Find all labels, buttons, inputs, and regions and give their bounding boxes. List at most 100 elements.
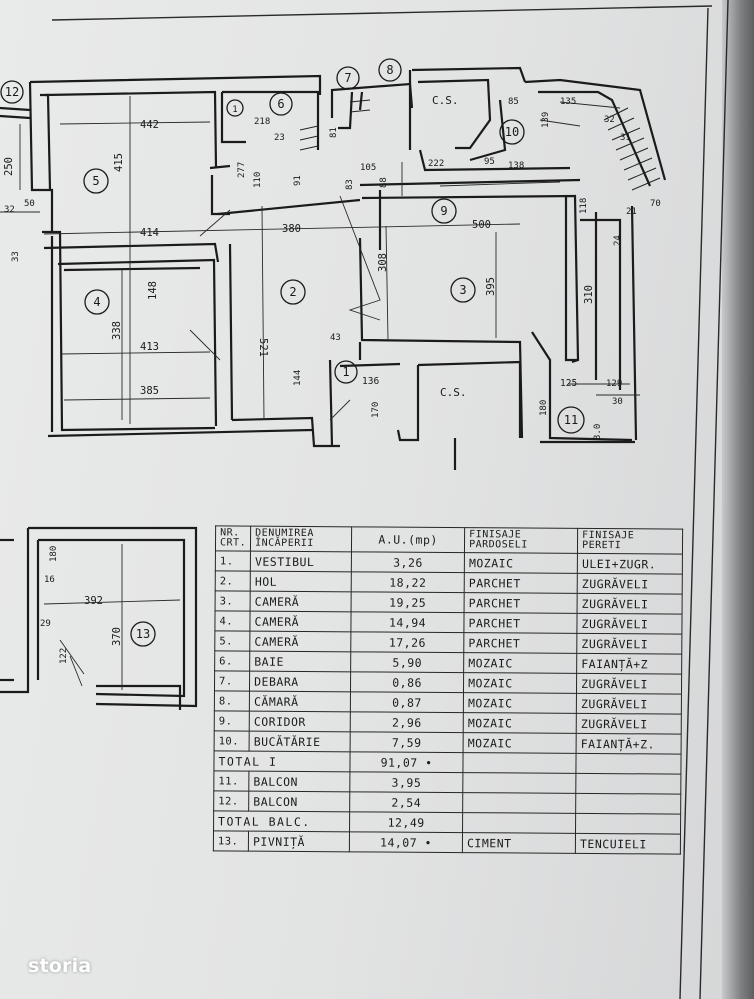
- marker-12: 12: [5, 85, 19, 99]
- dim-218: 218: [254, 117, 270, 127]
- stair-hatching: [299, 99, 661, 191]
- room-marker-6-circle: [269, 92, 293, 116]
- sheet-edge-shadow: [722, 0, 754, 999]
- cellar-dimension-lines: [43, 544, 181, 690]
- row-name: PIVNIȚĂ: [248, 831, 350, 852]
- row-wall-empty: [575, 773, 682, 795]
- room-marker-5-circle: [83, 168, 109, 194]
- dim-110: 110: [253, 172, 263, 188]
- room-marker-7a-circle: [226, 99, 244, 117]
- total-floor-empty: [463, 752, 577, 774]
- dim-122: 122: [59, 648, 69, 664]
- total-balcony-label: TOTAL BALC.: [213, 810, 350, 832]
- marker-8: 8: [386, 63, 393, 77]
- row-area: 5,90: [350, 651, 464, 673]
- row-wall: ZUGRĂVELI: [576, 713, 682, 735]
- row-floor: PARCHET: [463, 612, 578, 634]
- row-name: BAIE: [249, 651, 351, 672]
- marker-9: 9: [440, 204, 447, 218]
- total-label: TOTAL I: [213, 750, 351, 772]
- row-floor: MOZAIC: [464, 552, 578, 574]
- total-wall-empty: [576, 753, 682, 775]
- row-floor: CIMENT: [462, 832, 576, 854]
- marker-7: 7: [344, 71, 351, 85]
- row-floor: PARCHET: [463, 632, 577, 654]
- row-area: 2,54: [349, 791, 463, 813]
- row-nr: 5.: [214, 630, 251, 652]
- row-area: 14,07 •: [349, 831, 463, 853]
- cellar-plan: [0, 526, 198, 710]
- row-area: 19,25: [351, 591, 465, 613]
- dim-33: 33: [11, 251, 21, 262]
- room-markers: [0, 58, 585, 647]
- row-name: VESTIBUL: [250, 551, 352, 572]
- dim-144: 144: [293, 370, 303, 386]
- dim-148: 148: [147, 281, 159, 300]
- row-floor: PARCHET: [464, 592, 578, 614]
- row-nr: 12.: [213, 790, 249, 812]
- dim-521: 521: [257, 338, 269, 357]
- dimension-texts: 442 415 250 32 50 33 414 380 500 218 277…: [3, 97, 661, 440]
- dim-118: 118: [579, 198, 589, 214]
- row-nr: 7.: [214, 670, 250, 692]
- room-marker-2-circle: [280, 279, 306, 305]
- row-name: CĂMARĂ: [249, 691, 351, 712]
- marker-6: 6: [277, 97, 284, 111]
- row-area: 0,86: [350, 671, 464, 693]
- marker-13: 13: [136, 627, 150, 641]
- dim-136: 136: [362, 376, 379, 387]
- row-floor-empty: [462, 792, 576, 814]
- row-wall: ZUGRĂVELI: [576, 633, 682, 655]
- dim-29: 29: [40, 619, 51, 629]
- dim-180: 180: [539, 400, 549, 416]
- header-nr: NR.CRT.: [215, 525, 251, 552]
- dim-395: 395: [485, 277, 497, 296]
- dim-125: 125: [560, 378, 577, 389]
- dim-3-0: 3.0: [593, 424, 603, 440]
- row-nr: 8.: [214, 690, 250, 712]
- row-floor: MOZAIC: [463, 652, 577, 674]
- room-marker-12-circle: [0, 80, 24, 104]
- row-wall: ZUGRĂVELI: [576, 613, 683, 635]
- room-marker-11-circle: [557, 406, 585, 434]
- row-nr: 9.: [214, 710, 250, 732]
- row-floor: MOZAIC: [463, 712, 577, 734]
- dim-370: 370: [111, 627, 123, 646]
- dim-24: 24: [613, 235, 623, 246]
- row-name: BALCON: [248, 791, 350, 812]
- row-nr: 4.: [214, 610, 251, 632]
- row-floor: MOZAIC: [463, 672, 577, 694]
- cellar-row: 13. PIVNIȚĂ 14,07 • CIMENT TENCUIELI: [213, 830, 681, 855]
- room-marker-9-circle: [431, 198, 457, 224]
- row-wall: TENCUIELI: [575, 833, 681, 855]
- room-marker-1-circle: [334, 360, 358, 384]
- row-area: 14,94: [350, 611, 465, 633]
- room-marker-4-circle: [84, 289, 110, 315]
- room-marker-13-circle: [130, 621, 156, 647]
- dim-170: 170: [371, 402, 381, 418]
- room-marker-3-circle: [450, 277, 476, 303]
- total-balcony-wall-empty: [575, 813, 681, 835]
- row-name: CAMERĂ: [250, 591, 352, 612]
- dim-31: 31: [620, 133, 631, 143]
- row-area: 3,26: [351, 551, 465, 573]
- dim-129: 129: [606, 379, 622, 389]
- row-nr: 13.: [213, 830, 249, 852]
- room-marker-numbers: 12 1 6 7 8 10 5 9 4 2 3 1 11 13: [5, 63, 578, 641]
- cellar-dimension-texts: 392 370 180 16 29 122: [40, 546, 123, 664]
- row-floor: PARCHET: [464, 572, 578, 594]
- row-area: 3,95: [349, 771, 464, 793]
- storia-watermark-logo: storia: [28, 955, 92, 977]
- marker-10: 10: [505, 125, 519, 139]
- dim-91: 91: [293, 175, 303, 186]
- dim-250: 250: [3, 157, 15, 176]
- dim-308: 308: [377, 253, 389, 272]
- cs-label-top: C.S.: [432, 94, 459, 107]
- dim-70: 70: [650, 199, 661, 209]
- row-name: BUCĂTĂRIE: [249, 731, 351, 752]
- dim-138: 138: [508, 161, 524, 171]
- row-name: CAMERĂ: [249, 631, 351, 652]
